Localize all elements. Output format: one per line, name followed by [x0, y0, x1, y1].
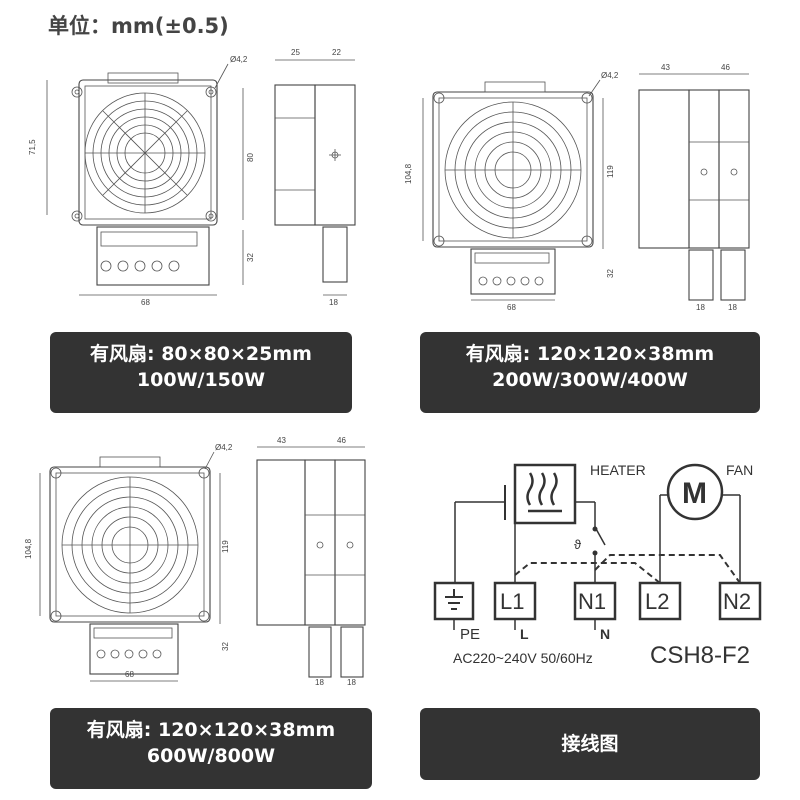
terminal-l2: [638, 581, 682, 621]
dim-hole: Ø4,2: [215, 443, 233, 452]
dim-height-left: 104,8: [405, 163, 413, 184]
caption-wiring: 接线图: [420, 708, 760, 780]
dim-depth-a: 25: [291, 48, 300, 57]
n-label: N: [600, 626, 610, 642]
fan-label: FAN: [726, 462, 753, 478]
terminal-n2: [718, 581, 762, 621]
dim-height-left: 104,8: [25, 538, 33, 559]
pe-terminal: [433, 581, 475, 621]
dim-depth-a: 43: [277, 436, 286, 445]
svg-text:L2: L2: [645, 589, 669, 614]
thermostat-symbol: ϑ: [574, 537, 582, 552]
dim-hole: Ø4,2: [601, 71, 619, 80]
model-label: CSH8-F2: [650, 642, 750, 669]
svg-text:L1: L1: [500, 589, 524, 614]
dim-width: 68: [125, 670, 134, 679]
dim-bottom: 32: [606, 269, 615, 278]
l-label: L: [520, 626, 529, 642]
dim-plug-b: 18: [728, 303, 737, 312]
pe-label: PE: [460, 626, 480, 643]
dim-height-right: 119: [221, 540, 230, 553]
dim-plug-a: 18: [696, 303, 705, 312]
wiring-diagram: HEATER M FAN ϑ L1 N1 L2 N2 PE L N AC220~…: [433, 462, 762, 669]
svg-text:N1: N1: [578, 589, 606, 614]
dim-height-right: 80: [246, 153, 255, 162]
dim-depth-a: 43: [661, 63, 670, 72]
dim-depth-b: 22: [332, 48, 341, 57]
caption-model-120-a: 有风扇: 120×120×38mm 200W/300W/400W: [420, 332, 760, 413]
caption-model-80: 有风扇: 80×80×25mm 100W/150W: [50, 332, 352, 413]
dim-depth-b: 46: [721, 63, 730, 72]
dim-plug: 18: [329, 298, 338, 307]
dim-hole: Ø4,2: [230, 55, 248, 64]
caption-model-120-b: 有风扇: 120×120×38mm 600W/800W: [50, 708, 372, 789]
dim-plug-a: 18: [315, 678, 324, 687]
dim-depth-b: 46: [337, 436, 346, 445]
dim-width: 68: [141, 298, 150, 307]
unit-header: 单位：mm(±0.5): [48, 14, 229, 38]
motor-symbol: M: [682, 477, 707, 510]
dim-bottom: 32: [221, 642, 230, 651]
dim-height-left: 71,5: [28, 139, 37, 155]
dim-plug-b: 18: [347, 678, 356, 687]
supply-label: AC220~240V 50/60Hz: [453, 650, 593, 666]
dim-height-right: 119: [606, 165, 615, 178]
heater-symbol: [513, 463, 577, 525]
dim-bottom: 32: [246, 253, 255, 262]
dimension-drawing-120-b: 104,8 119 32 68 Ø4,2 43 46 18 18: [25, 436, 366, 687]
fan-motor-symbol: [666, 463, 724, 521]
dimension-drawing-120-a: 104,8 119 32 68 Ø4,2 43 46 18 18: [405, 63, 750, 312]
dimension-drawing-80: 71,5 80 32 68 Ø4,2 25 22 18: [28, 48, 356, 307]
dim-width: 68: [507, 303, 516, 312]
svg-text:N2: N2: [723, 589, 751, 614]
heater-label: HEATER: [590, 462, 646, 478]
